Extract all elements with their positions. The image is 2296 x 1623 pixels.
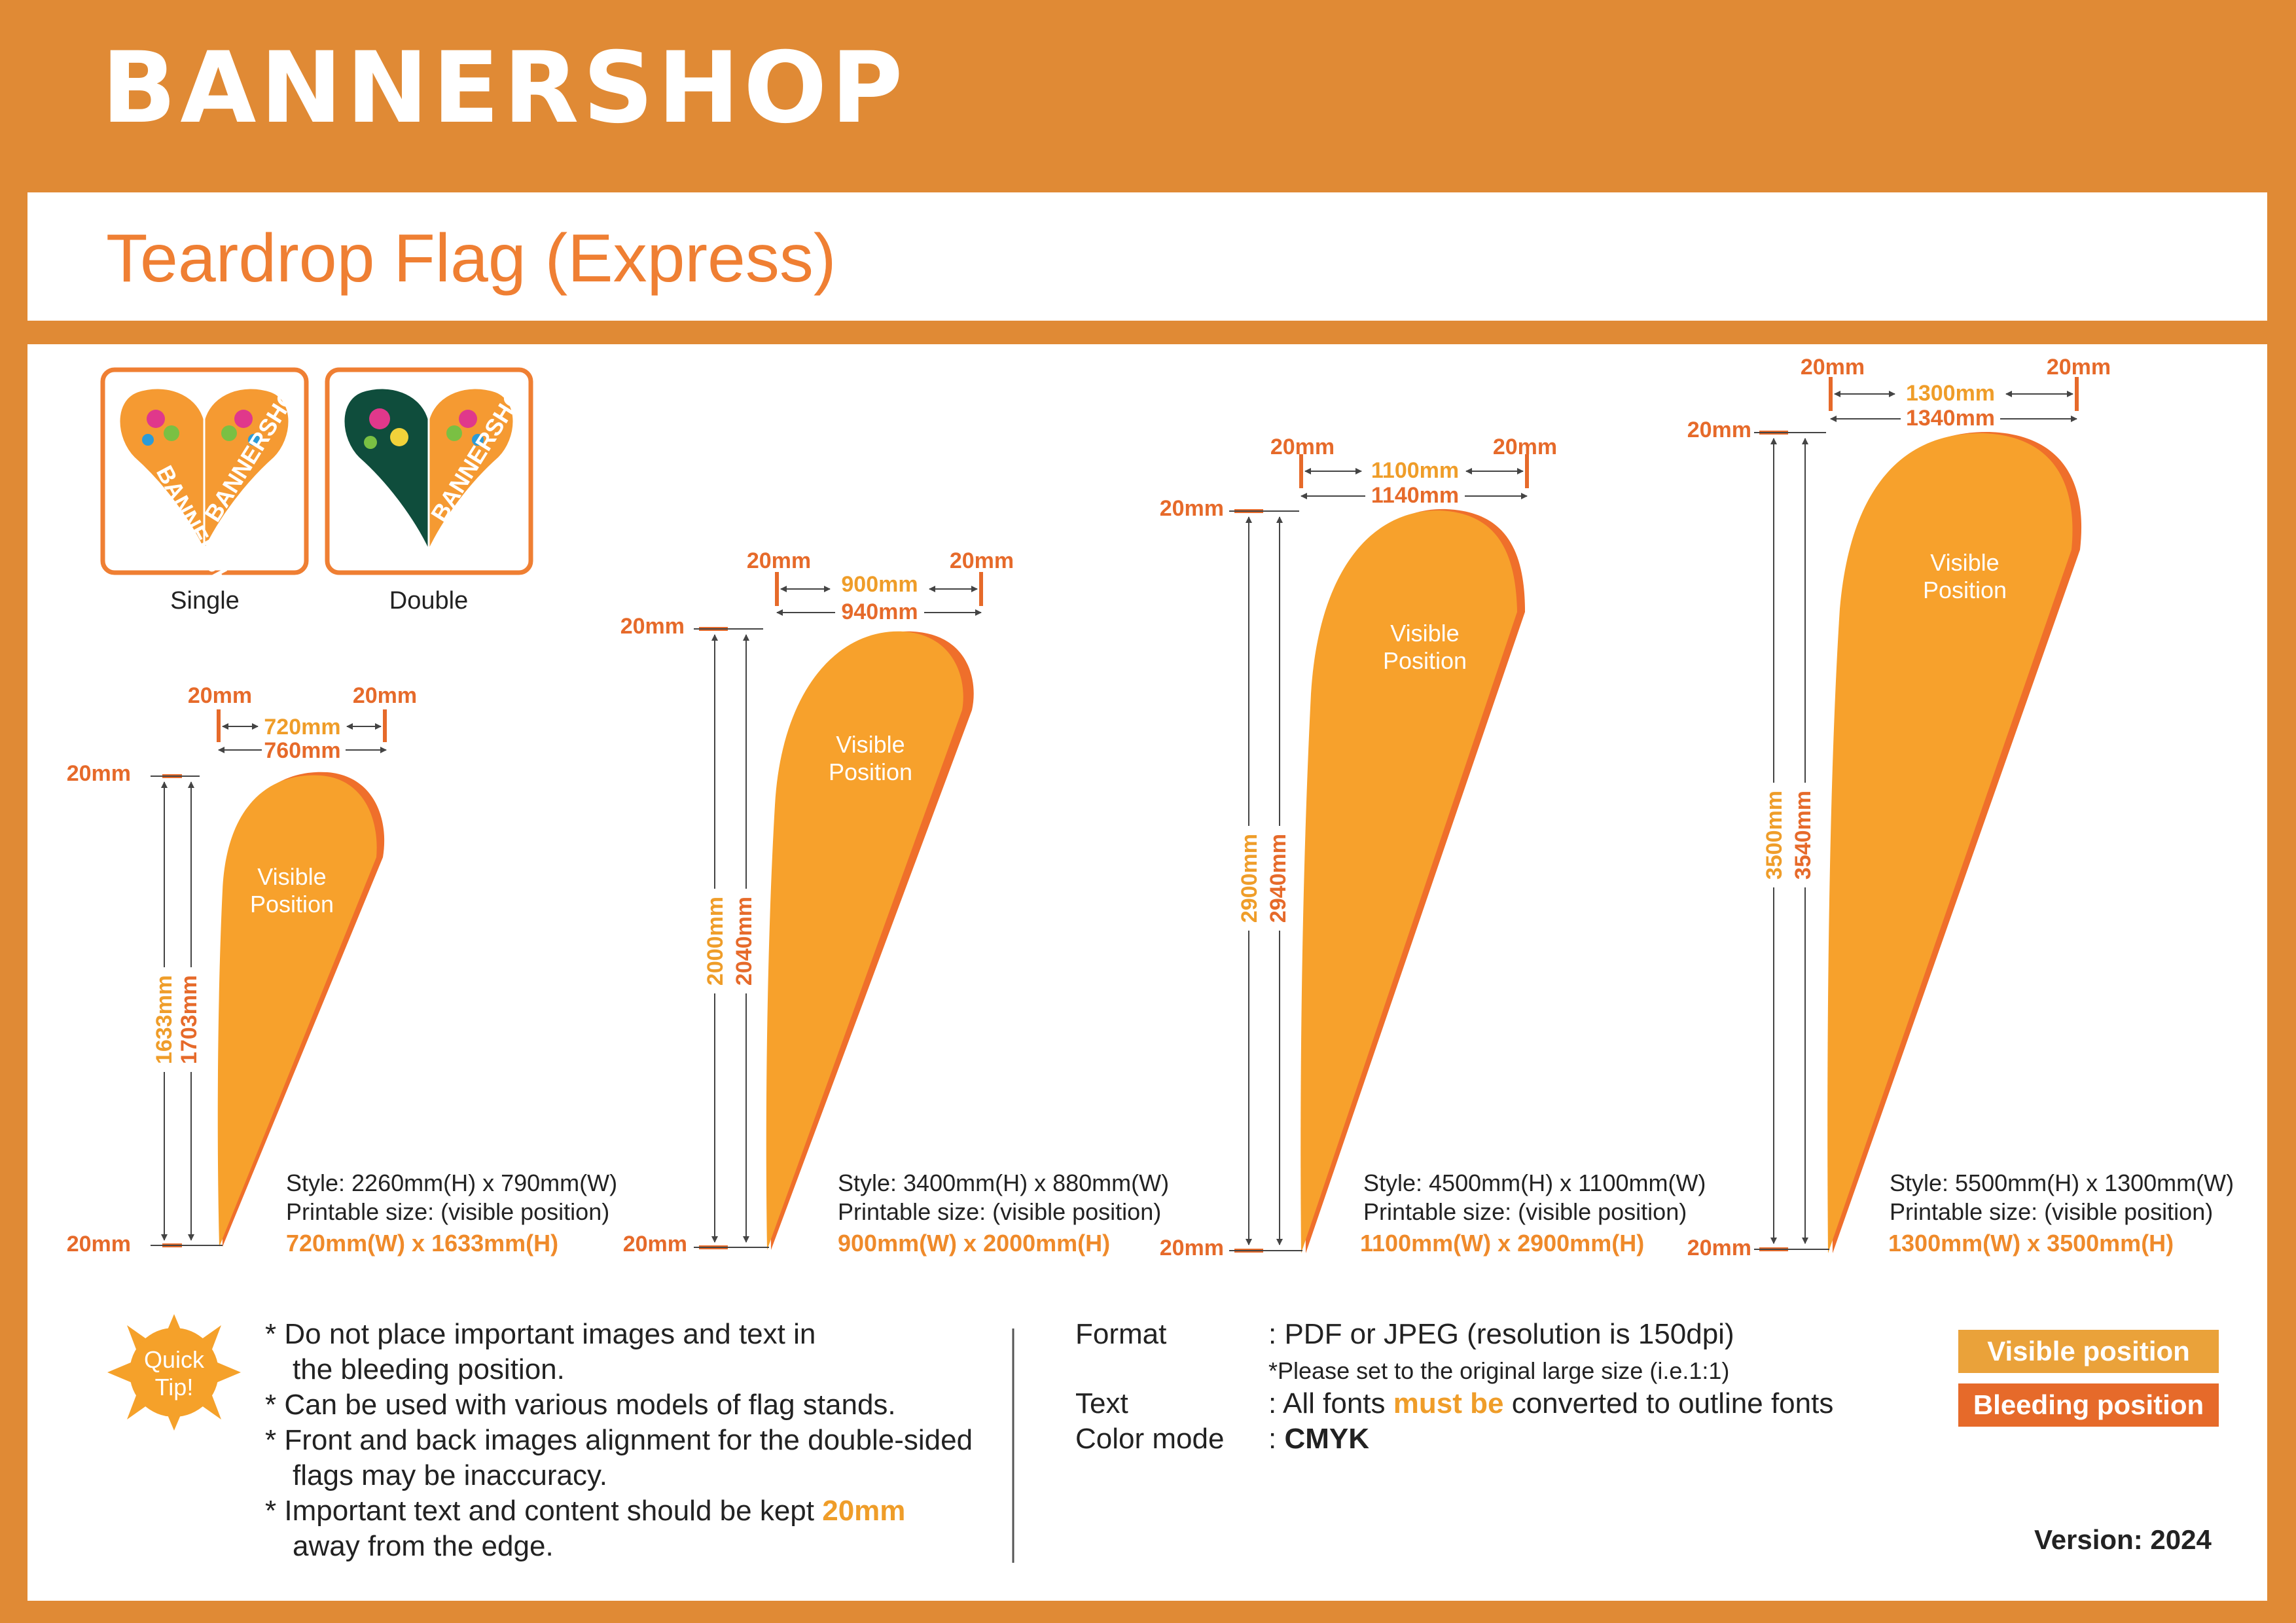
quick-tip-line1: Quick	[144, 1346, 205, 1373]
flag-4-size: 1300mm(W) x 3500mm(H)	[1888, 1230, 2174, 1257]
flag-1-bleed-top: 20mm	[67, 761, 131, 786]
flag-1-bleed-right: 20mm	[353, 683, 417, 708]
flag-2-total-h: 2040mm	[732, 897, 757, 986]
flag-3-bleed-right: 20mm	[1493, 435, 1557, 459]
flag-3-bleed-left: 20mm	[1270, 435, 1335, 459]
flag-1-printable: Printable size: (visible position)	[286, 1198, 609, 1225]
flag-1-total-w: 760mm	[264, 738, 340, 763]
text-value: : All fonts must be converted to outline…	[1268, 1387, 1834, 1419]
flag-1-style: Style: 2260mm(H) x 790mm(W)	[286, 1169, 617, 1196]
flag-3-printable: Printable size: (visible position)	[1363, 1198, 1687, 1225]
flag-1: Visible Position 1633mm 1703mm 20mm 20mm…	[67, 683, 617, 1257]
thumb-single: BANNERSHOP BANNERSHOP	[100, 367, 310, 622]
flag-3-total-h: 2940mm	[1266, 834, 1291, 923]
flag-1-visible-l2: Position	[250, 891, 334, 918]
flag-2-printable: Printable size: (visible position)	[838, 1198, 1161, 1225]
flag-2-bleed-top: 20mm	[620, 614, 685, 639]
quick-tip-icon: Quick Tip!	[107, 1314, 241, 1431]
flag-2: Visible Position 2000mm 2040mm 20mm 20mm…	[620, 548, 1169, 1257]
format-label: Format	[1075, 1318, 1167, 1350]
format-value: : PDF or JPEG (resolution is 150dpi)	[1268, 1318, 1734, 1350]
page-title: Teardrop Flag (Express)	[106, 221, 836, 296]
flag-3-size: 1100mm(W) x 2900mm(H)	[1360, 1230, 1644, 1257]
format-note: *Please set to the original large size (…	[1268, 1357, 1730, 1384]
text-label: Text	[1075, 1387, 1128, 1419]
flag-4-printable: Printable size: (visible position)	[1890, 1198, 2213, 1225]
flag-2-bleed-left: 20mm	[747, 548, 811, 573]
color-label: Color mode	[1075, 1423, 1225, 1455]
flag-1-total-h: 1703mm	[177, 975, 202, 1064]
flag-2-visible-w: 900mm	[841, 572, 918, 597]
flag-3-bleed-bottom: 20mm	[1160, 1236, 1224, 1260]
flag-3-visible-w: 1100mm	[1371, 458, 1459, 483]
tip-4: * Important text and content should be k…	[265, 1495, 906, 1562]
flag-2-visible-l2: Position	[829, 758, 912, 785]
flag-1-visible-w: 720mm	[264, 715, 340, 740]
flag-2-total-w: 940mm	[841, 599, 918, 624]
thumb-double-label: Double	[389, 587, 468, 615]
title-band: Teardrop Flag (Express)	[27, 192, 2267, 321]
flag-3-visible-l2: Position	[1383, 647, 1467, 674]
flag-4-total-w: 1340mm	[1906, 406, 1995, 431]
flag-2-bleed-bottom: 20mm	[623, 1232, 687, 1257]
thumb-single-label: Single	[170, 587, 240, 615]
flag-3-style: Style: 4500mm(H) x 1100mm(W)	[1363, 1169, 1706, 1196]
brand-logo: BANNERSHOP	[101, 31, 907, 145]
flag-4-bleed-top: 20mm	[1687, 418, 1751, 442]
flag-4-bleed-left: 20mm	[1801, 355, 1865, 380]
flag-2-bleed-right: 20mm	[950, 548, 1014, 573]
bleeding-position-badge: Bleeding position	[1958, 1383, 2219, 1427]
version: Version: 2024	[2034, 1524, 2212, 1555]
color-value: : CMYK	[1268, 1423, 1370, 1455]
flag-4-total-h: 3540mm	[1791, 791, 1816, 880]
flag-3-total-w: 1140mm	[1371, 483, 1459, 508]
flag-4-visible-h: 3500mm	[1762, 791, 1787, 880]
flag-3-visible-l1: Visible	[1390, 620, 1459, 647]
flag-2-style: Style: 3400mm(H) x 880mm(W)	[838, 1169, 1169, 1196]
thumb-double: BANNERSHOP	[325, 367, 537, 575]
flag-4-bleed-right: 20mm	[2047, 355, 2111, 380]
flag-2-size: 900mm(W) x 2000mm(H)	[838, 1230, 1110, 1257]
flag-4: Visible Position 3500mm 3540mm 20mm 20mm…	[1687, 355, 2234, 1260]
flag-1-size: 720mm(W) x 1633mm(H)	[286, 1230, 558, 1257]
flag-1-bleed-bottom: 20mm	[67, 1232, 131, 1257]
flag-3-visible-h: 2900mm	[1237, 834, 1262, 923]
flag-1-bleed-left: 20mm	[188, 683, 252, 708]
flag-2-visible-h: 2000mm	[703, 897, 728, 986]
flag-4-bleed-bottom: 20mm	[1687, 1236, 1751, 1260]
flag-4-visible-l2: Position	[1923, 577, 2007, 603]
flag-4-style: Style: 5500mm(H) x 1300mm(W)	[1890, 1169, 2234, 1196]
flag-2-visible-l1: Visible	[836, 731, 905, 758]
flag-1-visible-l1: Visible	[257, 863, 326, 890]
flag-1-visible-h: 1633mm	[152, 975, 177, 1064]
tip-2: * Can be used with various models of fla…	[265, 1389, 896, 1421]
tip-1: * Do not place important images and text…	[265, 1318, 816, 1385]
quick-tip-line2: Tip!	[155, 1374, 194, 1400]
flag-4-visible-w: 1300mm	[1906, 381, 1995, 406]
tip-3: * Front and back images alignment for th…	[265, 1424, 973, 1491]
flag-3-bleed-top: 20mm	[1160, 496, 1224, 521]
flag-3: Visible Position 2900mm 2940mm 20mm 20mm…	[1160, 435, 1706, 1260]
flag-4-visible-l1: Visible	[1930, 549, 1999, 576]
visible-position-badge: Visible position	[1958, 1330, 2219, 1373]
